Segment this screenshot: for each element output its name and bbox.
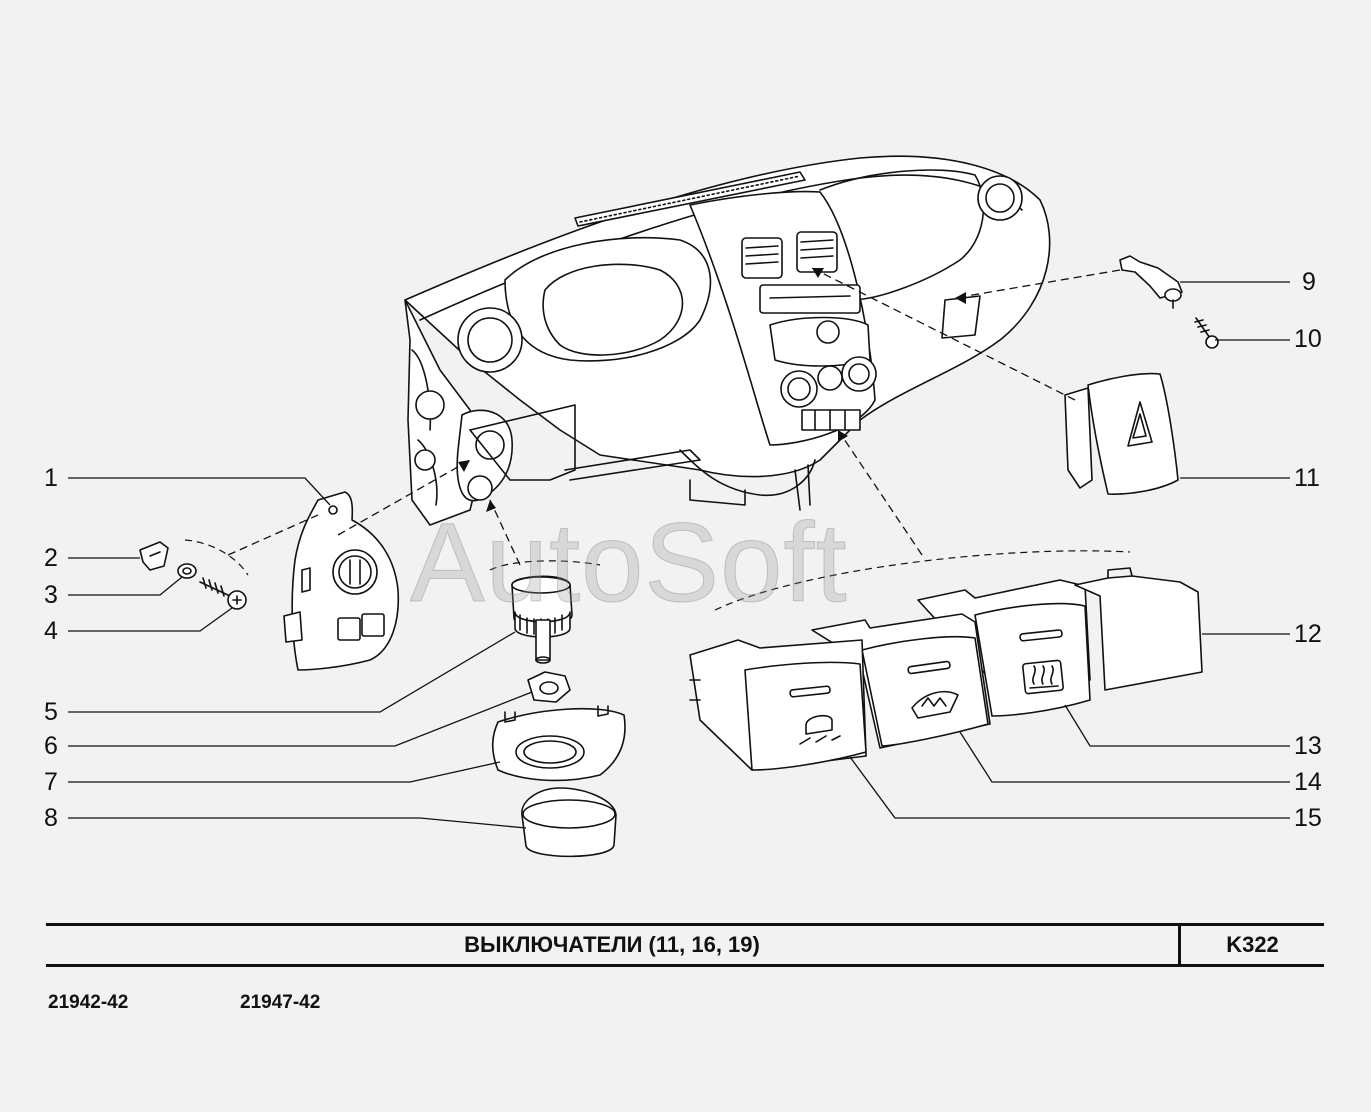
callout-8: 8 [44,804,58,832]
callout-14: 14 [1294,768,1322,796]
switch-block-item-15 [689,639,867,771]
callout-15: 15 [1294,804,1322,832]
callout-2: 2 [44,544,58,572]
clip-item-2 [139,541,169,571]
diagram-code: K322 [1226,932,1279,957]
callout-12: 12 [1294,620,1322,648]
callout-1: 1 [44,464,58,492]
model-number-1: 21942-42 [48,992,129,1013]
callout-4: 4 [44,617,58,645]
door-switch-item-9 [1119,255,1183,309]
screw-item-4 [199,577,247,610]
diagram-title: ВЫКЛЮЧАТЕЛИ (11, 16, 19) [464,932,760,957]
rotary-switch-item-5 [511,575,573,664]
switch-block-item-13 [974,602,1091,717]
callout-9: 9 [1302,268,1316,296]
nut-item-6 [527,671,571,703]
hazard-switch-item-11 [1064,372,1179,495]
screw-item-10 [1194,317,1219,349]
light-switch-module [283,491,400,671]
washer-item-3 [177,563,197,579]
callout-6: 6 [44,732,58,760]
callout-13: 13 [1294,732,1322,760]
watermark: AutoSoft [410,500,848,626]
model-number-2: 21947-42 [240,992,321,1013]
callout-11: 11 [1294,464,1320,492]
callout-10: 10 [1294,325,1322,353]
callout-5: 5 [44,698,58,726]
title-divider [1178,926,1181,964]
callout-7: 7 [44,768,58,796]
bezel-item-7 [491,705,626,782]
callout-3: 3 [44,581,58,609]
dashboard-panel [404,155,1051,526]
title-block: ВЫКЛЮЧАТЕЛИ (11, 16, 19) K322 [46,923,1324,967]
knob-item-8 [521,787,617,858]
